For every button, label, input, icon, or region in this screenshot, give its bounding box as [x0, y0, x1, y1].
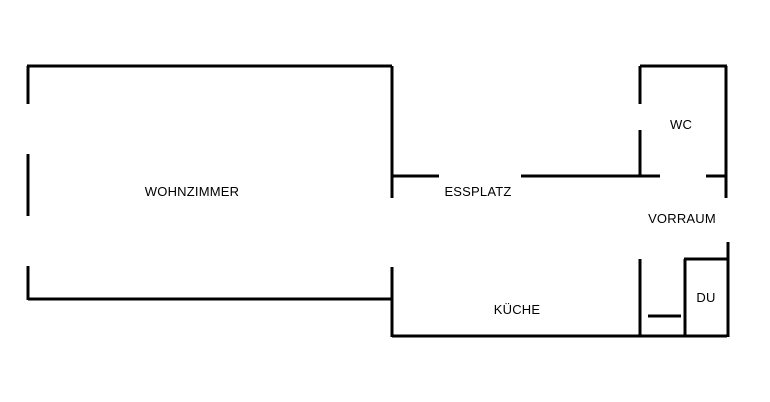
room-label-du: DU	[696, 290, 715, 305]
wc-walls	[638, 64, 728, 178]
room-label-wc: WC	[670, 117, 692, 132]
room-label-esplatz: ESSPLATZ	[444, 184, 511, 199]
vorraum-walls	[724, 176, 730, 337]
room-label-kueche: KÜCHE	[494, 302, 541, 317]
wohnzimmer-walls	[26, 64, 394, 337]
room-label-wohnzimmer: WOHNZIMMER	[145, 184, 239, 199]
room-label-vorraum: VORRAUM	[648, 211, 716, 226]
du-walls	[648, 257, 728, 337]
kueche-walls	[392, 259, 727, 338]
